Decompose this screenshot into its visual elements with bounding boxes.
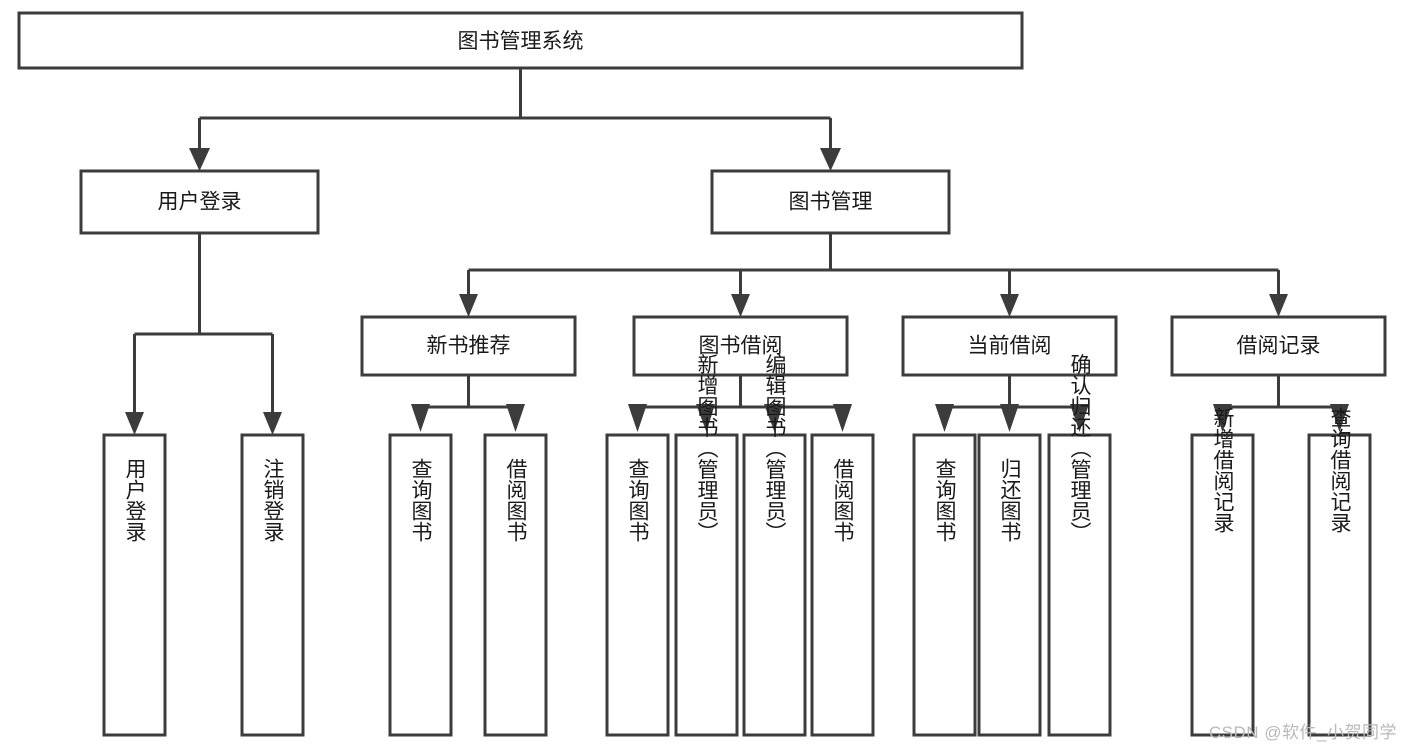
arrowhead-leaf-13: [1330, 404, 1349, 432]
node-current-box[interactable]: [901, 315, 1118, 377]
leaf-6-box[interactable]: [674, 433, 739, 737]
node-bookmgmt-label: 图书管理: [789, 191, 873, 214]
node-current[interactable]: 当前借阅: [901, 315, 1118, 377]
leaf-node-add-borrow-record[interactable]: 新增借阅记录: [1190, 407, 1255, 737]
node-bookmgmt[interactable]: 图书管理: [710, 169, 951, 235]
arrowhead-leaf-4: [506, 404, 525, 432]
arrowhead-leaf-12: [1213, 404, 1232, 432]
leaf-13-label: 查询借阅记录: [1328, 407, 1352, 533]
leaf-8-label: 借阅图书: [831, 458, 855, 542]
leaf-7-box[interactable]: [742, 433, 807, 737]
arrowhead-borrow: [731, 294, 750, 317]
leaf-12-label: 新增借阅记录: [1211, 407, 1235, 533]
leaf-5-label: 查询图书: [626, 458, 650, 542]
watermark-text: CSDN @软件_小贺同学: [1208, 723, 1397, 742]
leaf-2-label: 注销登录: [261, 458, 285, 542]
arrowhead-leaf-1: [125, 412, 144, 435]
arrowhead-leaf-7: [764, 404, 783, 432]
arrowhead-bookmgmt: [820, 148, 841, 171]
node-newbook-box[interactable]: [360, 315, 577, 377]
arrowhead-leaf-3: [411, 404, 430, 432]
node-newbook[interactable]: 新书推荐: [360, 315, 577, 377]
leaf-3-box[interactable]: [388, 433, 453, 737]
leaf-node-query-book-current[interactable]: 查询图书: [912, 433, 977, 737]
leaf-1-label: 用户登录: [123, 458, 147, 542]
leaf-node-query-book-borrow[interactable]: 查询图书: [605, 433, 670, 737]
leaf-8-box[interactable]: [810, 433, 875, 737]
leaf-3-label: 查询图书: [409, 458, 433, 542]
arrowhead-login: [189, 148, 210, 171]
leaf-12-box[interactable]: [1190, 433, 1255, 737]
edges-bookmgmt-to-level3: [459, 233, 1288, 317]
node-borrow-label: 图书借阅: [699, 335, 783, 358]
node-login-label: 用户登录: [158, 191, 242, 214]
leaf-11-box[interactable]: [1047, 433, 1112, 737]
leaf-2-box[interactable]: [240, 433, 305, 737]
node-root[interactable]: 图书管理系统: [17, 11, 1024, 70]
leaf-node-query-borrow-record[interactable]: 查询借阅记录: [1307, 407, 1372, 737]
leaf-4-label: 借阅图书: [504, 458, 528, 542]
arrowhead-newbook: [459, 294, 478, 317]
node-bookmgmt-box[interactable]: [710, 169, 951, 235]
edges-borrow-to-leaves: [628, 375, 852, 432]
node-newbook-label: 新书推荐: [427, 335, 511, 358]
node-borrow-box[interactable]: [632, 315, 849, 377]
leaf-4-box[interactable]: [483, 433, 548, 737]
node-login[interactable]: 用户登录: [79, 169, 320, 235]
leaf-9-box[interactable]: [912, 433, 977, 737]
arrowhead-leaf-10: [1000, 404, 1019, 432]
node-login-box[interactable]: [79, 169, 320, 235]
leaf-11-label: 确认归还（管理员）: [1068, 354, 1092, 543]
node-root-label: 图书管理系统: [458, 30, 584, 53]
leaf-node-logout[interactable]: 注销登录: [240, 433, 305, 737]
leaf-node-add-book-admin[interactable]: 新增图书（管理员）: [674, 354, 739, 737]
node-root-box[interactable]: [17, 11, 1024, 70]
leaf-1-box[interactable]: [102, 433, 167, 737]
edges-login-to-leaves: [125, 233, 282, 435]
node-records[interactable]: 借阅记录: [1170, 315, 1387, 377]
edges-current-to-leaves: [935, 375, 1089, 432]
arrowhead-current: [1000, 294, 1019, 317]
leaf-10-label: 归还图书: [998, 458, 1022, 542]
leaf-9-label: 查询图书: [933, 458, 957, 542]
arrowhead-leaf-9: [935, 404, 954, 432]
leaf-7-label: 编辑图书（管理员）: [763, 354, 787, 543]
leaf-13-box[interactable]: [1307, 433, 1372, 737]
leaf-node-borrow-book-newbook[interactable]: 借阅图书: [483, 433, 548, 737]
leaf-node-user-login[interactable]: 用户登录: [102, 433, 167, 737]
edges-newbook-to-leaves: [411, 375, 525, 432]
arrowhead-leaf-8: [833, 404, 852, 432]
leaf-node-return-book[interactable]: 归还图书: [977, 433, 1042, 737]
edges-records-to-leaves: [1213, 375, 1349, 432]
leaf-node-edit-book-admin[interactable]: 编辑图书（管理员）: [742, 354, 807, 737]
leaf-node-borrow-book[interactable]: 借阅图书: [810, 433, 875, 737]
edges-root-to-level2: [189, 68, 841, 171]
leaf-5-box[interactable]: [605, 433, 670, 737]
arrowhead-leaf-6: [696, 404, 715, 432]
leaf-6-label: 新增图书（管理员）: [695, 354, 719, 543]
leaf-node-query-book-newbook[interactable]: 查询图书: [388, 433, 453, 737]
arrowhead-records: [1269, 294, 1288, 317]
arrowhead-leaf-11: [1070, 404, 1089, 432]
arrowhead-leaf-2: [263, 412, 282, 435]
arrowhead-leaf-5: [628, 404, 647, 432]
node-current-label: 当前借阅: [968, 335, 1052, 358]
node-records-box[interactable]: [1170, 315, 1387, 377]
node-borrow[interactable]: 图书借阅: [632, 315, 849, 377]
node-records-label: 借阅记录: [1237, 335, 1321, 358]
leaf-node-confirm-return-admin[interactable]: 确认归还（管理员）: [1047, 354, 1112, 737]
leaf-10-box[interactable]: [977, 433, 1042, 737]
